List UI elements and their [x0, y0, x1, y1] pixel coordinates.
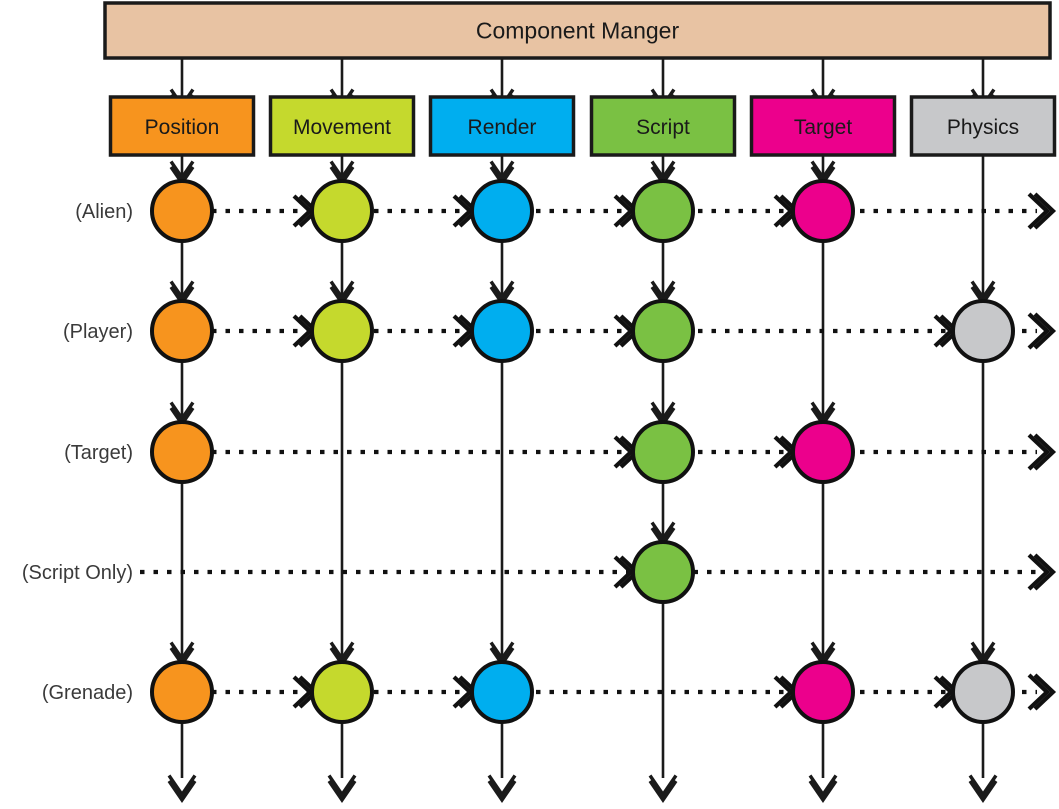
node-grenade-target[interactable] — [791, 660, 855, 724]
component-box-position[interactable] — [108, 95, 256, 157]
node-grenade-physics[interactable] — [951, 660, 1015, 724]
lifelines-layer — [167, 155, 998, 804]
component-label-movement: Movement — [293, 116, 391, 139]
component-box-script[interactable] — [589, 95, 737, 157]
node-alien-render[interactable] — [470, 179, 534, 243]
node-player-movement[interactable] — [310, 299, 374, 363]
node-grenade-position[interactable] — [150, 660, 214, 724]
component-box-render[interactable] — [428, 95, 576, 157]
node-alien-position[interactable] — [150, 179, 214, 243]
component-label-script: Script — [636, 116, 690, 139]
entity-nodes-layer — [150, 179, 1015, 724]
component-manager-label: Component Manger — [476, 18, 680, 44]
component-label-target: Target — [794, 116, 853, 139]
node-player-position[interactable] — [150, 299, 214, 363]
node-player-script[interactable] — [631, 299, 695, 363]
component-boxes-layer: Position Movement Render Script Target Physic… — [108, 95, 1057, 157]
node-alien-movement[interactable] — [310, 179, 374, 243]
component-label-render: Render — [468, 116, 537, 139]
node-alien-script[interactable] — [631, 179, 695, 243]
node-target-position[interactable] — [150, 420, 214, 484]
node-target-script[interactable] — [631, 420, 695, 484]
node-grenade-render[interactable] — [470, 660, 534, 724]
component-label-position: Position — [145, 116, 220, 139]
node-grenade-movement[interactable] — [310, 660, 374, 724]
component-box-target[interactable] — [749, 95, 897, 157]
component-manager-bar[interactable]: Component Manger — [103, 1, 1052, 115]
row-label-alien: (Alien) — [75, 201, 133, 223]
node-alien-target[interactable] — [791, 179, 855, 243]
row-label-target: (Target) — [64, 442, 133, 464]
component-box-movement[interactable] — [268, 95, 416, 157]
component-box-physics[interactable] — [909, 95, 1057, 157]
row-label-player: (Player) — [63, 321, 133, 343]
row-flows-layer — [140, 192, 1057, 711]
row-labels-layer: (Alien) (Player) (Target) (Script Only) (Gre… — [22, 201, 133, 704]
node-script-only-script[interactable] — [631, 540, 695, 604]
row-label-grenade: (Grenade) — [42, 682, 133, 704]
node-player-render[interactable] — [470, 299, 534, 363]
node-player-physics[interactable] — [951, 299, 1015, 363]
node-target-target[interactable] — [791, 420, 855, 484]
row-label-script-only: (Script Only) — [22, 562, 133, 584]
component-manager-box[interactable] — [103, 1, 1052, 60]
component-label-physics: Physics — [947, 116, 1019, 139]
